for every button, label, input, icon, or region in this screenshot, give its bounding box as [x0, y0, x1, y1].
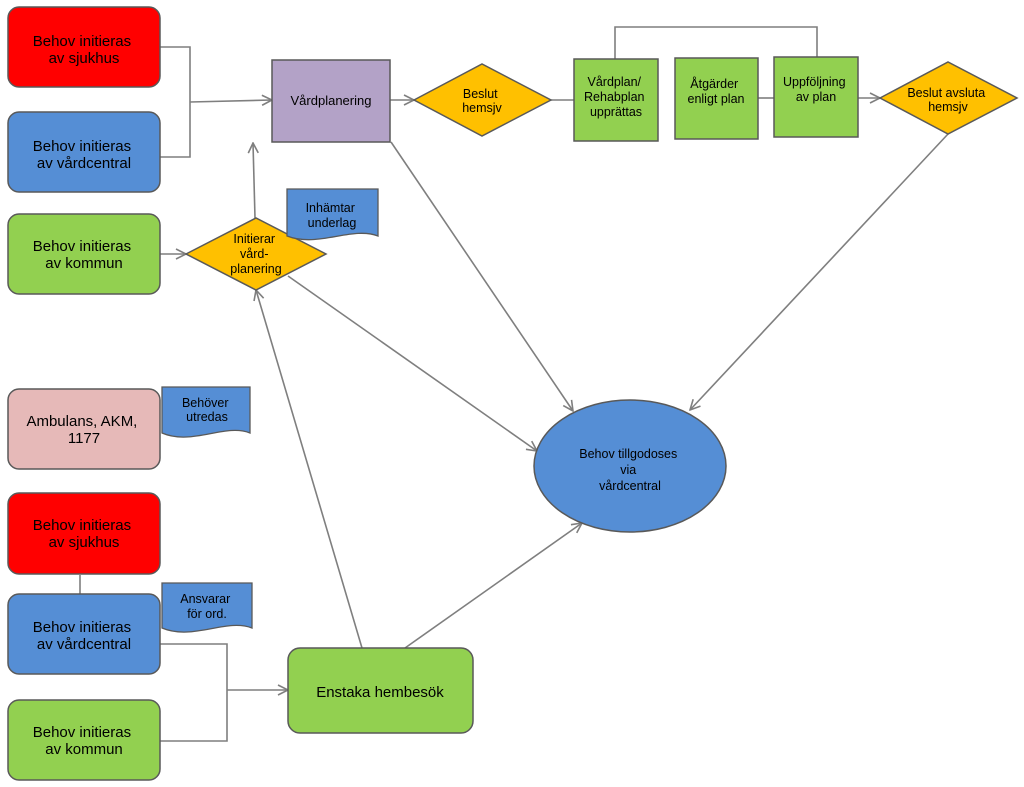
label: Inhämtar: [306, 201, 355, 215]
svg-text:Initierar vård- pl: Initierar vård- planering: [230, 232, 281, 276]
svg-text:Beslut avsluta hemsjv: Beslut avsluta hemsjv: [907, 86, 988, 114]
note-behover: Behöver utredas: [161, 386, 251, 438]
node-kommun-bottom: Behov initieras av kommun: [7, 699, 161, 781]
label: Vårdplanering: [291, 93, 372, 108]
node-vardcentral-top: Behov initieras av vårdcentral: [7, 111, 161, 193]
svg-text:Inhämtar underlag: Inhämtar underlag: [306, 201, 359, 230]
svg-text:Behov initieras av kommu: Behov initieras av kommun: [33, 724, 136, 758]
node-vardplanering: Vårdplanering: [271, 59, 391, 143]
label: utredas: [186, 410, 228, 424]
note-ansvarar: Ansvarar för ord.: [161, 582, 253, 633]
label: hemsjv: [462, 101, 502, 115]
connector-vardplan-to-uppfoljning: [614, 26, 818, 59]
svg-text:Behov tillgodoses via: Behov tillgodoses via vårdcentral: [579, 447, 680, 493]
connector-bottom-bracket: [160, 643, 228, 742]
label: Vårdplan/: [588, 75, 642, 89]
svg-text:Behöver utredas: Behöver utredas: [182, 396, 232, 424]
svg-text:Behov initieras av vårdc: Behov initieras av vårdcentral: [33, 619, 136, 653]
label: vård-: [240, 247, 268, 261]
connectors: [79, 26, 949, 742]
node-sjukhus-bottom: Behov initieras av sjukhus: [7, 492, 161, 575]
svg-text:Behov initieras av kommu: Behov initieras av kommun: [33, 238, 136, 272]
label: Uppföljning: [783, 75, 846, 89]
label: Ansvarar: [180, 592, 230, 606]
label: vårdcentral: [599, 479, 661, 493]
node-enstaka: Enstaka hembesök: [287, 647, 474, 734]
arrow-beslut-avsluta-to-tillgodoses: [690, 133, 949, 410]
node-tillgodoses: Behov tillgodoses via vårdcentral: [533, 399, 727, 533]
svg-text:Beslut hemsjv: Beslut hemsjv: [462, 87, 502, 115]
label: Behöver: [182, 396, 229, 410]
arrow-enstaka-to-initierar: [256, 290, 363, 649]
arrow-to-vardplanering: [189, 100, 272, 102]
arrow-vardplanering-to-tillgodoses: [390, 141, 573, 411]
svg-text:Behov initieras av vårdc: Behov initieras av vårdcentral: [33, 138, 136, 172]
arrow-enstaka-to-tillgodoses: [404, 523, 582, 649]
note-inhamtar: Inhämtar underlag: [286, 188, 379, 241]
svg-text:Behov initieras av sjukh: Behov initieras av sjukhus: [33, 33, 136, 67]
label: Initierar: [233, 232, 275, 246]
label: för ord.: [187, 607, 227, 621]
node-beslut-avsluta: Beslut avsluta hemsjv: [878, 61, 1019, 135]
svg-text:Ambulans, AKM, 1177: Ambulans, AKM, 1177: [26, 413, 141, 447]
label: Behov initieras: [33, 238, 131, 255]
svg-text:Ansvarar för ord.: Ansvarar för ord.: [180, 592, 234, 621]
arrow-initierar-to-vardplanering: [253, 143, 255, 219]
label: upprättas: [590, 105, 642, 119]
arrow-initierar-to-tillgodoses: [287, 275, 537, 451]
node-vardplan: Vårdplan/ Rehabplan upprättas: [573, 58, 659, 142]
label: av sjukhus: [49, 50, 120, 67]
label: enligt plan: [688, 92, 745, 106]
node-ambulans: Ambulans, AKM, 1177: [7, 388, 161, 470]
label: underlag: [308, 216, 357, 230]
node-kommun-top: Behov initieras av kommun: [7, 213, 161, 295]
label: Beslut: [463, 87, 498, 101]
label: av plan: [796, 90, 836, 104]
label: planering: [230, 262, 281, 276]
label: av vårdcentral: [37, 155, 131, 172]
svg-text:Vårdplan/ Rehabplan: Vårdplan/ Rehabplan upprättas: [584, 75, 648, 119]
label: Behov initieras: [33, 619, 131, 636]
label: av kommun: [45, 255, 123, 272]
node-atgarder: Åtgärder enligt plan: [674, 57, 759, 140]
label: Rehabplan: [584, 90, 645, 104]
label: Behov initieras: [33, 138, 131, 155]
label: Beslut avsluta: [907, 86, 985, 100]
label: Ambulans, AKM,: [26, 413, 137, 430]
label: 1177: [68, 430, 100, 447]
node-beslut-hemsjv: Beslut hemsjv: [412, 63, 553, 137]
label: av sjukhus: [49, 534, 120, 551]
label: via: [620, 463, 636, 477]
svg-text:Uppföljning av plan: Uppföljning av plan: [783, 75, 849, 104]
connector-sjukhus-top-bracket: [160, 46, 191, 158]
label: Behov tillgodoses: [579, 447, 677, 461]
node-uppfoljning: Uppföljning av plan: [773, 56, 859, 138]
label: av kommun: [45, 741, 123, 758]
label: av vårdcentral: [37, 636, 131, 653]
label: Behov initieras: [33, 517, 131, 534]
label: Behov initieras: [33, 33, 131, 50]
svg-text:Åtgärder enligt plan: Åtgärder enligt plan: [688, 76, 745, 106]
label: hemsjv: [928, 100, 968, 114]
svg-text:Behov initieras av sjukh: Behov initieras av sjukhus: [33, 517, 136, 551]
label: Enstaka hembesök: [316, 684, 444, 701]
node-vardcentral-bottom: Behov initieras av vårdcentral: [7, 593, 161, 675]
label: Åtgärder: [690, 76, 738, 91]
node-sjukhus-top: Behov initieras av sjukhus: [7, 6, 161, 88]
label: Behov initieras: [33, 724, 131, 741]
